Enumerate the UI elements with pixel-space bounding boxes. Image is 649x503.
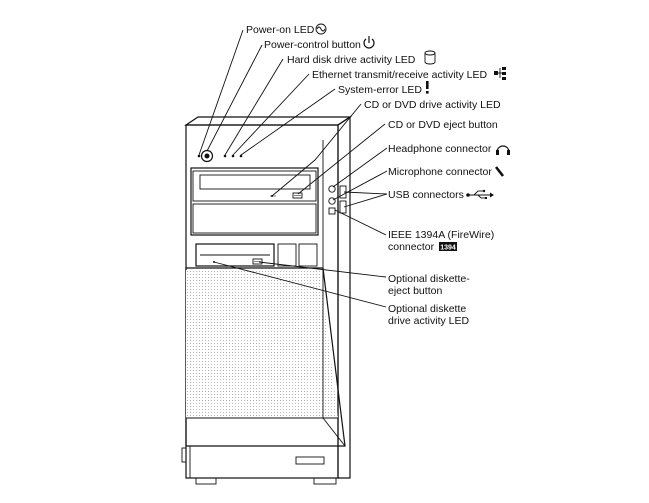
system-error-led — [239, 154, 243, 158]
headphone-jack[interactable] — [328, 185, 336, 193]
label-power-button: Power-control button — [264, 39, 361, 51]
label-cd-eject-button: CD or DVD eject button — [388, 119, 498, 131]
foot-right — [313, 477, 337, 485]
cd-eject-button[interactable] — [292, 192, 303, 199]
firewire-port[interactable] — [328, 207, 336, 215]
exclamation-icon — [426, 81, 429, 94]
callout-icons: 1394 — [315, 23, 510, 252]
microphone-icon — [494, 166, 505, 177]
label-microphone-connector: Microphone connector — [388, 166, 492, 178]
label-diskette-eject-line2: eject button — [388, 285, 442, 297]
label-diskette-led-line2: drive activity LED — [388, 315, 470, 327]
label-ethernet-led: Ethernet transmit/receive activity LED — [312, 69, 487, 81]
label-diskette-eject-line1: Optional diskette- — [388, 273, 470, 285]
firewire-badge-icon: 1394 — [439, 242, 457, 252]
leader-lines — [198, 29, 388, 308]
hdd-activity-led — [223, 154, 227, 158]
power-sine-icon — [315, 23, 327, 35]
server-tower — [181, 115, 352, 485]
label-ieee-line2: connector — [388, 241, 435, 253]
headphone-icon — [496, 145, 510, 155]
optical-drive — [192, 170, 317, 202]
front-connector-panel — [328, 185, 347, 215]
label-usb-connectors: USB connectors — [388, 189, 464, 201]
power-on-led — [197, 154, 201, 158]
front-door — [185, 267, 346, 447]
empty-drive-bay — [192, 203, 317, 234]
foot-left — [195, 477, 217, 485]
label-diskette-led-line1: Optional diskette — [388, 303, 466, 315]
base-slot — [295, 456, 325, 465]
label-system-error-led: System-error LED — [338, 84, 422, 96]
microphone-jack[interactable] — [328, 197, 336, 205]
disk-cylinder-icon — [424, 50, 436, 65]
power-icon — [363, 36, 375, 49]
ethernet-activity-led — [231, 154, 235, 158]
ieee-badge-text: 1394 — [440, 245, 456, 252]
network-icon — [494, 67, 506, 80]
label-headphone-connector: Headphone connector — [388, 143, 492, 155]
diskette-eject-button[interactable] — [252, 258, 263, 265]
label-cd-activity-led: CD or DVD drive activity LED — [364, 99, 501, 111]
usb-port-2[interactable] — [339, 200, 347, 214]
label-power-led: Power-on LED — [246, 24, 315, 36]
callout-labels: Power-on LED Power-control button Hard d… — [246, 24, 501, 327]
label-hdd-led: Hard disk drive activity LED — [287, 54, 416, 66]
usb-icon — [466, 189, 494, 199]
label-ieee-line1: IEEE 1394A (FireWire) — [388, 229, 494, 241]
